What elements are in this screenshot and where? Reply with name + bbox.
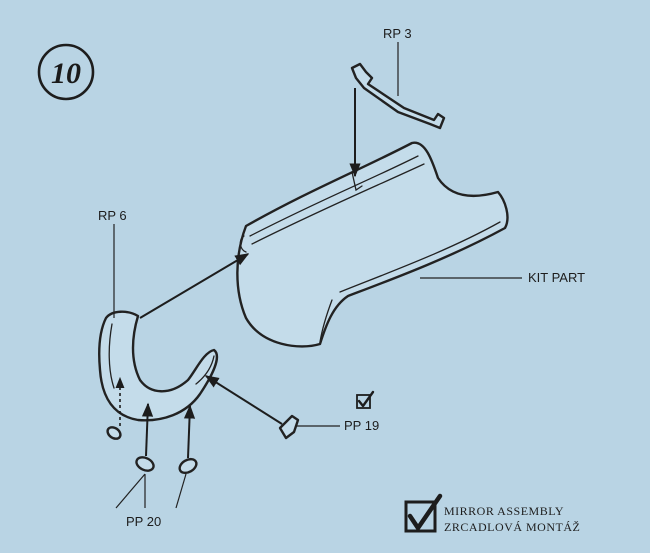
- label-pp20: PP 20: [126, 514, 161, 529]
- assembly-arrows: [115, 88, 361, 459]
- legend: MIRROR ASSEMBLY ZRCADLOVÁ MONTÁŽ: [404, 493, 580, 534]
- label-pp19: PP 19: [344, 418, 379, 433]
- label-rp3: RP 3: [383, 26, 412, 41]
- kit-part: [236, 141, 509, 348]
- mirror-assembly-check-icon: [404, 493, 443, 533]
- pp20-parts: [106, 426, 198, 475]
- legend-line-2: ZRCADLOVÁ MONTÁŽ: [444, 520, 580, 534]
- rp3-part: [350, 62, 446, 130]
- step-number: 10: [51, 57, 81, 90]
- step-badge: 10: [37, 43, 95, 101]
- leader-lines: [113, 42, 522, 509]
- pp19-part: [278, 414, 300, 440]
- label-rp6: RP 6: [98, 208, 127, 223]
- legend-line-1: MIRROR ASSEMBLY: [444, 504, 564, 518]
- rp6-part: [98, 310, 219, 422]
- pp19-check-icon: [356, 390, 375, 409]
- label-kit-part: KIT PART: [528, 270, 585, 285]
